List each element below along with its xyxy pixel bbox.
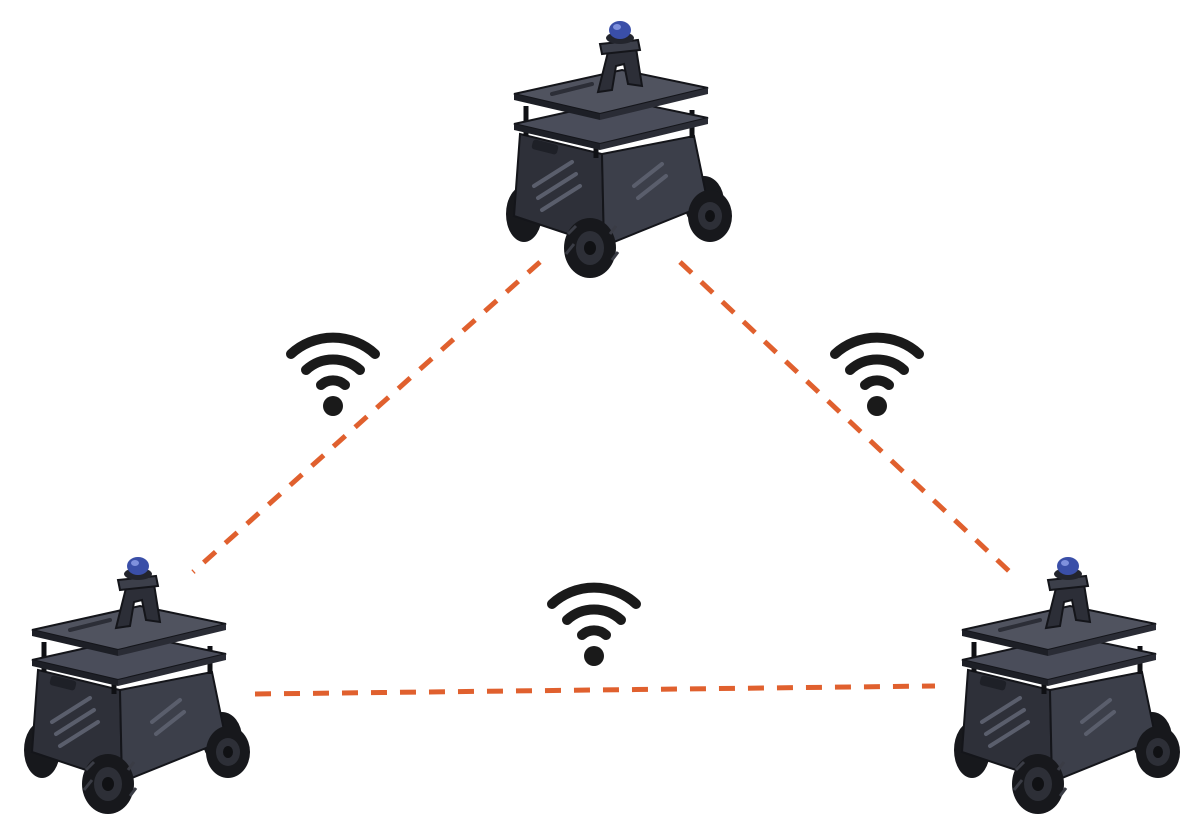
- link-top-to-bottom-right: [678, 260, 1012, 574]
- mobile-robot-icon: [954, 557, 1180, 814]
- wifi-icon: [291, 338, 375, 416]
- link-top-to-bottom-left: [191, 260, 542, 574]
- mobile-robot-icon: [506, 21, 732, 278]
- robots: [24, 21, 1180, 814]
- wifi-icon: [835, 338, 919, 416]
- wifi-icons: [291, 338, 919, 666]
- links: [191, 260, 1012, 697]
- wifi-icon: [552, 588, 636, 666]
- mobile-robot-icon: [24, 557, 250, 814]
- link-bottom-left-to-bottom-right: [254, 683, 936, 697]
